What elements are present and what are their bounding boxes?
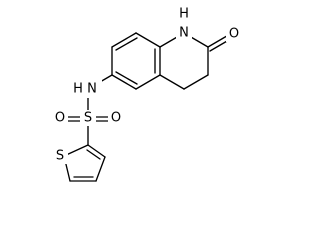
amide-n-label-bg: [176, 25, 192, 41]
bond-ring-top-right: [135, 32, 161, 48]
molecule-structure: H N O H N S O O S: [52, 6, 242, 182]
bond-ring-left-lower-inner: [115, 71, 138, 85]
sulfonyl-o-left-label-bg: [52, 110, 68, 126]
bond-ring-top-inner: [115, 37, 138, 51]
sulfonamide-n-label: N: [87, 82, 97, 97]
atom-label-layer: H N O H N S O O S: [52, 7, 242, 164]
bond-thiophene-c3-c2-inner: [86, 149, 101, 160]
molecule-canvas: H N O H N S O O S: [52, 6, 242, 182]
bond-ring-left-lower: [111, 74, 137, 90]
sulfonamide-n-label-bg: [74, 80, 102, 98]
bond-thiophene-c3-c2: [87, 144, 106, 158]
sulfonyl-o-left-label: O: [55, 111, 65, 126]
bond-c3-c4: [183, 74, 209, 90]
amide-n-label: N: [179, 26, 189, 41]
sulfonamide-h-label: H: [73, 82, 83, 97]
thiophene-s-label-bg: [52, 148, 68, 164]
sulfonyl-s-label: S: [84, 111, 92, 126]
amide-h-label: H: [179, 7, 189, 22]
sulfonyl-o-right-label: O: [111, 111, 121, 126]
thiophene-s-label: S: [56, 149, 64, 164]
sulfonyl-s-label-bg: [80, 110, 96, 126]
bond-thiophene-c4-c3: [95, 156, 106, 182]
sulfonyl-o-right-label-bg: [108, 110, 124, 126]
bond-c4-c4a: [159, 74, 185, 90]
bond-layer: [63, 32, 235, 182]
bond-ring-top: [111, 32, 137, 48]
bond-ring-right-lower: [135, 74, 161, 90]
carbonyl-o-label-bg: [226, 26, 242, 42]
carbonyl-o-label: O: [229, 27, 239, 42]
